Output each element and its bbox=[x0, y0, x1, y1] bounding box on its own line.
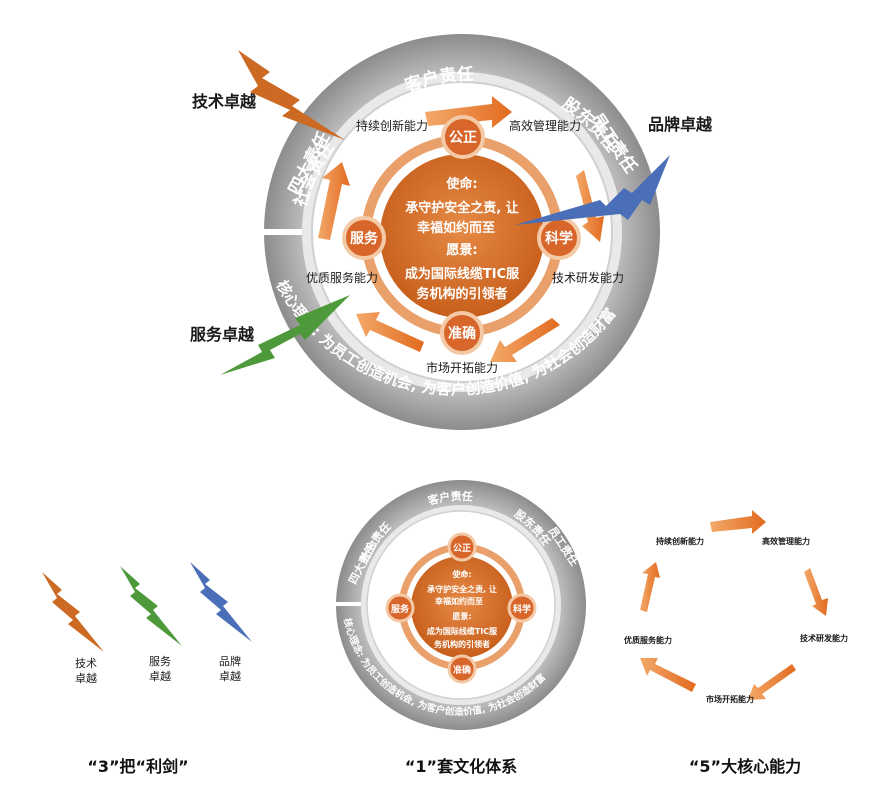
svg-text:卓越: 卓越 bbox=[75, 671, 97, 685]
sword-tech-icon bbox=[238, 50, 345, 140]
arrow-left bbox=[318, 162, 350, 240]
svg-text:公正: 公正 bbox=[453, 543, 471, 554]
capability-management: 高效管理能力 bbox=[509, 118, 581, 133]
svg-text:幸福如约而至: 幸福如约而至 bbox=[435, 596, 483, 606]
sword-service-label: 服务卓越 bbox=[190, 325, 255, 344]
cap-management: 高效管理能力 bbox=[762, 536, 810, 546]
arrow-top bbox=[425, 96, 512, 128]
three-swords-panel: 技术 卓越 服务 卓越 品牌 卓越 “3”把“利剑” bbox=[42, 562, 252, 776]
capability-innovation: 持续创新能力 bbox=[356, 118, 428, 133]
svg-text:成为国际线缆TIC服: 成为国际线缆TIC服 bbox=[427, 626, 498, 636]
vision-title: 愿景: bbox=[446, 243, 477, 258]
culture-system-panel: 社会责任 客户责任 股东责任 四大责任: 员工责任 核心理念: 为员工创造机会,… bbox=[336, 480, 586, 776]
caption-three-swords: “3”把“利剑” bbox=[87, 757, 188, 776]
capability-market: 市场开拓能力 bbox=[426, 360, 498, 375]
arrow-bottom-right bbox=[490, 318, 560, 362]
svg-text:技术: 技术 bbox=[75, 657, 97, 670]
svg-text:准确: 准确 bbox=[448, 325, 476, 342]
caption-culture-system: “1”套文化体系 bbox=[405, 757, 517, 776]
svg-text:服务: 服务 bbox=[391, 603, 410, 615]
svg-text:承守护安全之责, 让: 承守护安全之责, 让 bbox=[427, 584, 497, 594]
cap-arrow-right bbox=[804, 568, 828, 616]
vision-line2: 务机构的引领者 bbox=[416, 286, 507, 302]
small-sword-brand-icon bbox=[190, 562, 252, 642]
arrow-bottom-left bbox=[356, 312, 424, 352]
capability-service: 优质服务能力 bbox=[306, 270, 378, 285]
svg-text:卓越: 卓越 bbox=[219, 669, 241, 683]
mission-vision-core bbox=[380, 154, 544, 318]
mission-line2: 幸福如约而至 bbox=[417, 220, 495, 236]
sword-brand-icon bbox=[515, 155, 670, 225]
sword-service-icon bbox=[220, 295, 350, 375]
sword-brand-label: 品牌卓越 bbox=[648, 115, 713, 134]
cap-service: 优质服务能力 bbox=[624, 635, 672, 645]
svg-text:务机构的引领者: 务机构的引领者 bbox=[434, 639, 490, 649]
caption-five-capabilities: “5”大核心能力 bbox=[689, 757, 801, 776]
svg-text:科学: 科学 bbox=[545, 230, 573, 247]
cap-innovation: 持续创新能力 bbox=[656, 536, 704, 546]
cap-arrow-bottom-left bbox=[640, 658, 696, 692]
five-capabilities-panel: 持续创新能力 高效管理能力 技术研发能力 市场开拓能力 优质服务能力 “5”大核… bbox=[624, 510, 848, 776]
cap-arrow-top bbox=[710, 510, 766, 534]
node-left: 服务 bbox=[342, 216, 386, 260]
cap-arrow-left bbox=[640, 562, 660, 612]
svg-text:使命:: 使命: bbox=[451, 569, 471, 579]
node-bottom: 准确 bbox=[440, 311, 484, 355]
node-top: 公正 bbox=[441, 115, 485, 159]
cap-rnd: 技术研发能力 bbox=[800, 633, 848, 643]
small-sword-service-icon bbox=[120, 566, 182, 646]
svg-text:公正: 公正 bbox=[449, 130, 477, 146]
svg-text:科学: 科学 bbox=[513, 603, 531, 615]
node-right: 科学 bbox=[537, 216, 581, 260]
mission-line1: 承守护安全之责, 让 bbox=[405, 200, 518, 216]
svg-text:服务: 服务 bbox=[350, 230, 379, 247]
capability-rnd: 技术研发能力 bbox=[552, 270, 624, 285]
svg-text:愿景:: 愿景: bbox=[452, 611, 471, 621]
cap-market: 市场开拓能力 bbox=[706, 694, 754, 704]
svg-text:品牌: 品牌 bbox=[219, 654, 241, 668]
svg-text:准确: 准确 bbox=[453, 664, 471, 676]
small-sword-tech-icon bbox=[42, 572, 104, 652]
main-culture-diagram: 社会责任 客户责任 股东责任 四大责任: 员工责任 核心理念: 为员工创造机会,… bbox=[190, 34, 713, 430]
cap-arrow-bottom-right bbox=[748, 664, 796, 700]
mission-title: 使命: bbox=[445, 176, 477, 192]
svg-text:服务: 服务 bbox=[149, 655, 171, 668]
main-cycle-arrows bbox=[318, 96, 604, 362]
sword-tech-label: 技术卓越 bbox=[192, 92, 257, 111]
svg-text:卓越: 卓越 bbox=[149, 669, 171, 683]
vision-line1: 成为国际线缆TIC服 bbox=[405, 266, 520, 282]
